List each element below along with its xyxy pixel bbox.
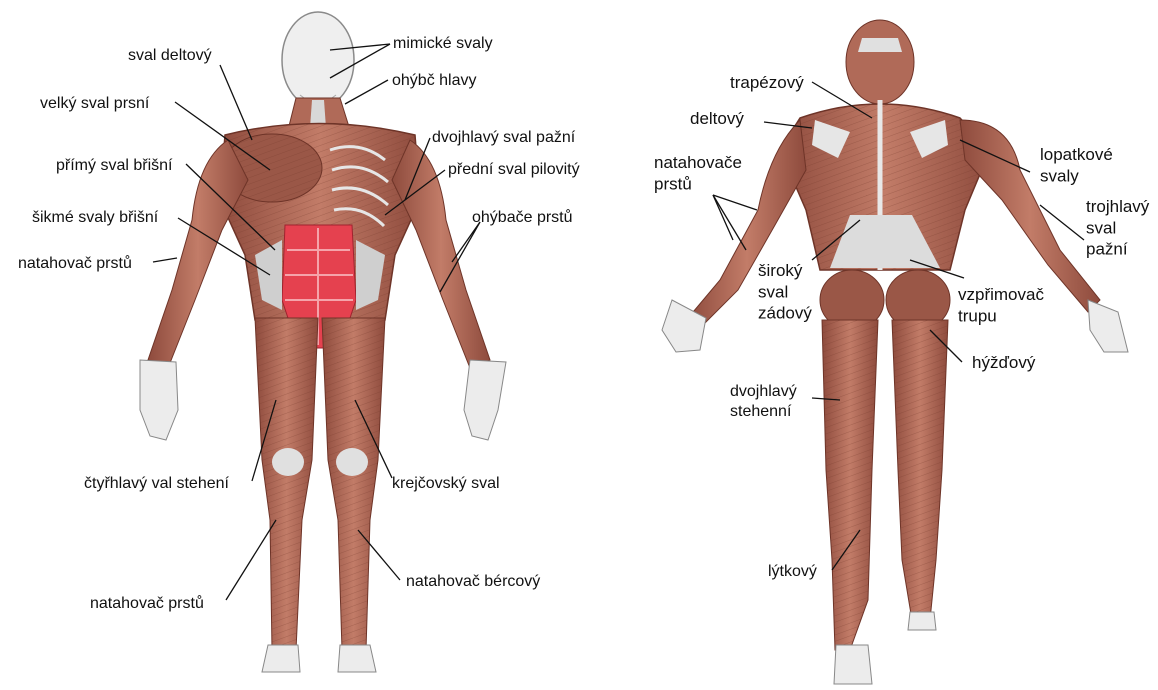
label-siroky-sval-zadovy-line: sval bbox=[758, 282, 788, 301]
back-right-hand bbox=[1088, 300, 1128, 352]
label-trojhlavy-sval-pazni-line: pažní bbox=[1086, 240, 1128, 259]
label-trapezovy: trapézový bbox=[730, 73, 804, 92]
front-right-foot bbox=[338, 645, 376, 672]
label-dvojhlavy-stehenni-line: dvojhlavý bbox=[730, 383, 797, 400]
label-mimicke-svaly: mimické svaly bbox=[393, 35, 493, 52]
back-head bbox=[846, 20, 914, 104]
label-vzprimovac-trupu-line: trupu bbox=[958, 306, 997, 325]
back-left-arm bbox=[688, 120, 806, 326]
label-ctyrhlavy-sval-stehenni: čtyřhlavý val stehení bbox=[84, 475, 230, 492]
label-lytkovy: lýtkový bbox=[768, 563, 817, 580]
label-siroky-sval-zadovy-line: široký bbox=[758, 261, 803, 280]
label-deltovy: deltový bbox=[690, 109, 744, 128]
label-natahovac-prstu-noha: natahovač prstů bbox=[90, 594, 204, 612]
label-trojhlavy-sval-pazni-line: sval bbox=[1086, 218, 1116, 237]
label-natahovace-prstu-line: natahovače bbox=[654, 153, 742, 172]
label-natahovac-prstu-paze: natahovač prstů bbox=[18, 254, 132, 272]
label-primy-sval-brisni: přímý sval břišní bbox=[56, 157, 173, 174]
label-natahovac-bercovy: natahovač bércový bbox=[406, 573, 540, 590]
front-left-hand bbox=[140, 360, 178, 440]
label-dvojhlavy-sval-pazni: dvojhlavý sval pažní bbox=[432, 129, 576, 146]
label-natahovace-prstu: natahovače prstů bbox=[654, 153, 742, 193]
label-ohybac-hlavy: ohýbč hlavy bbox=[392, 72, 477, 89]
label-hyzdovy: hýžďový bbox=[972, 353, 1036, 372]
label-hyzdovy-line: hýžďový bbox=[972, 353, 1036, 372]
front-head bbox=[282, 12, 354, 108]
label-trojhlavy-sval-pazni-line: trojhlavý bbox=[1086, 197, 1150, 216]
label-lopatkove-svaly: lopatkové svaly bbox=[1040, 145, 1113, 185]
label-velky-sval-prsni: velký sval prsní bbox=[40, 95, 150, 112]
label-vzprimovac-trupu-line: vzpřimovač bbox=[958, 285, 1044, 304]
label-dvojhlavy-stehenni: dvojhlavý stehenní bbox=[730, 383, 797, 420]
label-siroky-sval-zadovy: široký sval zádový bbox=[758, 261, 812, 323]
label-trapezovy-line: trapézový bbox=[730, 73, 804, 92]
label-predni-sval-pilovity: přední sval pilovitý bbox=[448, 161, 580, 178]
label-siroky-sval-zadovy-line: zádový bbox=[758, 304, 812, 323]
label-dvojhlavy-stehenni-line: stehenní bbox=[730, 403, 792, 420]
label-krejcovsky-sval: krejčovský sval bbox=[392, 475, 500, 492]
label-trojhlavy-sval-pazni: trojhlavý sval pažní bbox=[1086, 197, 1150, 259]
label-deltovy-line: deltový bbox=[690, 109, 744, 128]
label-sval-deltovy: sval deltový bbox=[128, 47, 212, 64]
label-ohybace-prstu: ohýbače prstů bbox=[472, 208, 573, 226]
front-right-hand bbox=[464, 360, 506, 440]
label-lytkovy-line: lýtkový bbox=[768, 563, 817, 580]
label-vzprimovac-trupu: vzpřimovač trupu bbox=[958, 285, 1044, 325]
front-left-arm bbox=[148, 140, 248, 368]
back-right-foot bbox=[908, 612, 936, 630]
label-natahovace-prstu-line: prstů bbox=[654, 174, 692, 193]
front-left-foot bbox=[262, 645, 300, 672]
label-lopatkove-svaly-line: svaly bbox=[1040, 166, 1079, 185]
label-lopatkove-svaly-line: lopatkové bbox=[1040, 145, 1113, 164]
label-sikme-svaly-brisni: šikmé svaly břišní bbox=[32, 209, 159, 226]
back-left-foot bbox=[834, 645, 872, 684]
